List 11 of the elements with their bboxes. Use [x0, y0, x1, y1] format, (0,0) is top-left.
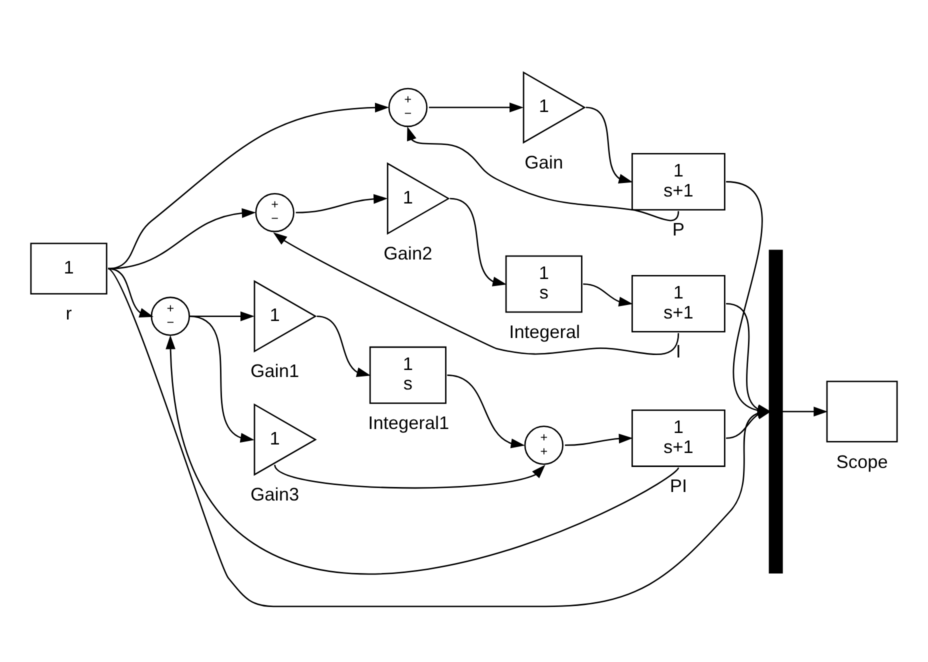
node-label: Integeral1 [368, 412, 450, 433]
node-label: P [672, 220, 685, 240]
node-label: Gain2 [384, 243, 432, 264]
node-label: I [676, 341, 681, 362]
node-label: Gain [524, 152, 564, 172]
node-label: Scope [836, 452, 888, 472]
node-label: Gain1 [250, 361, 300, 382]
node-label: Gain3 [250, 484, 300, 504]
node-label: Integeral [509, 322, 580, 342]
node-label: r [66, 304, 72, 324]
node-label: PI [670, 476, 688, 496]
